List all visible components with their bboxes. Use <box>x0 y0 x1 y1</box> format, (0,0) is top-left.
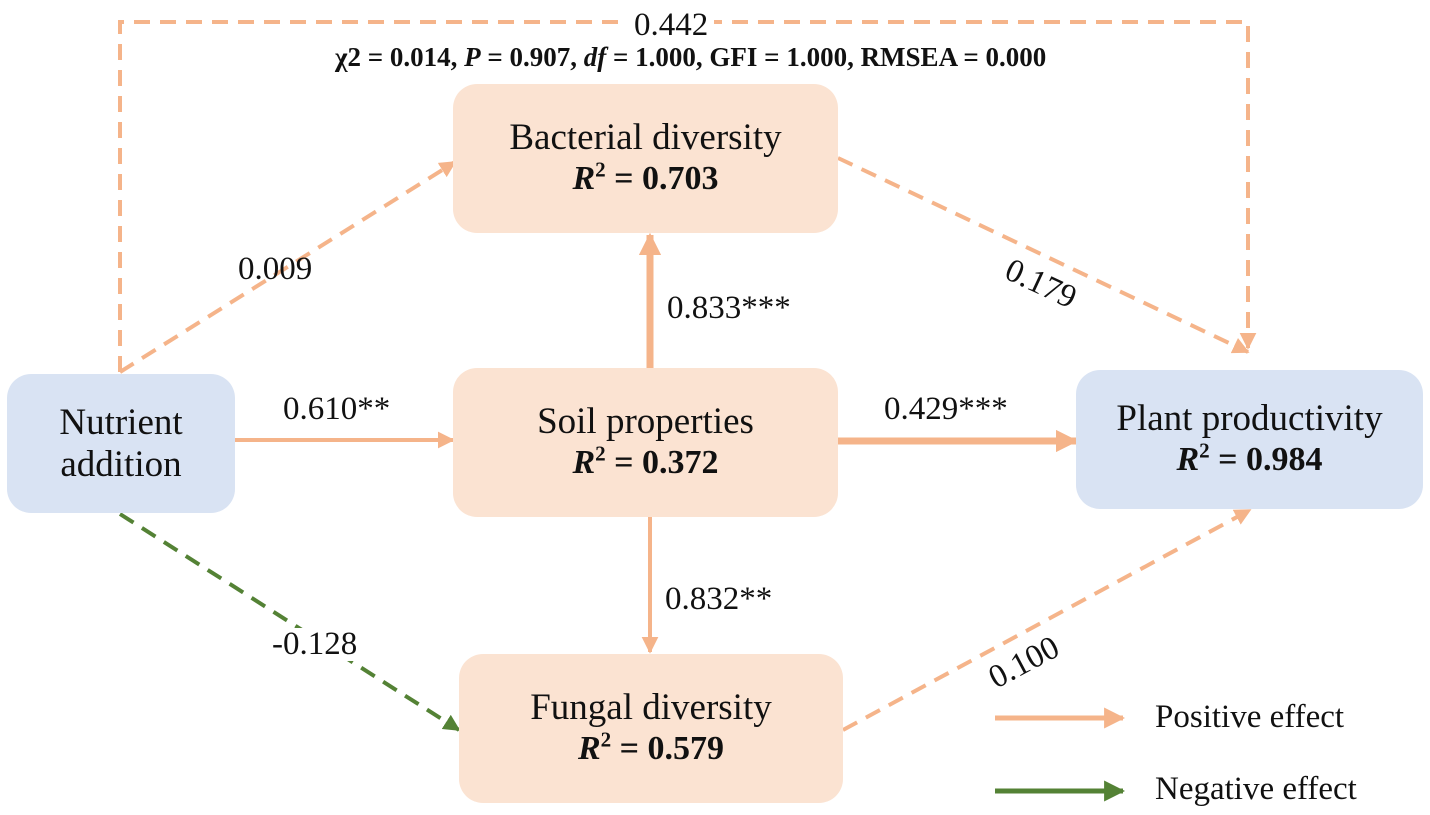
node-fungal-r2: R2 = 0.579 <box>578 729 724 770</box>
coef-nutrient-bacterial: 0.009 <box>238 251 313 287</box>
model-fit-statistics: χ2 = 0.014, P = 0.907, df = 1.000, GFI =… <box>335 42 1047 72</box>
path-fungal-plant <box>842 508 1252 732</box>
node-bacterial-title: Bacterial diversity <box>509 117 782 159</box>
path-bacterial-plant <box>837 156 1250 354</box>
node-nutrient-line2: addition <box>60 443 182 485</box>
r2-exponent: 2 <box>600 727 612 752</box>
node-nutrient-line1: Nutrient <box>59 402 183 444</box>
rmsea-value: 0.000 <box>985 42 1047 72</box>
node-bacterial-diversity: Bacterial diversity R2 = 0.703 <box>453 84 838 233</box>
r2-symbol: R <box>572 159 596 197</box>
gfi-label: GFI <box>709 42 758 72</box>
node-nutrient-addition: Nutrient addition <box>7 374 235 513</box>
coef-soil-fungal: 0.832** <box>665 581 773 617</box>
r2-exponent: 2 <box>1199 438 1210 463</box>
node-fungal-diversity: Fungal diversity R2 = 0.579 <box>459 654 843 803</box>
r2-value: = 0.703 <box>605 159 719 197</box>
r2-exponent: 2 <box>595 441 606 466</box>
r2-symbol: R <box>577 729 601 767</box>
node-fungal-title: Fungal diversity <box>530 687 772 729</box>
df-value: 1.000 <box>635 42 696 72</box>
df-label: df <box>583 42 607 72</box>
node-soil-r2: R2 = 0.372 <box>572 443 718 484</box>
path-nutrient-fungal <box>118 512 461 732</box>
coef-soil-bacterial: 0.833*** <box>667 290 791 326</box>
node-plant-productivity: Plant productivity R2 = 0.984 <box>1076 370 1423 509</box>
coef-nutrient-soil: 0.610** <box>283 391 391 427</box>
p-value: 0.907 <box>509 42 571 72</box>
gfi-value: 1.000 <box>786 42 848 72</box>
p-label: P <box>464 42 481 72</box>
path-nutrient-bacterial <box>118 160 457 374</box>
chi2-label: χ2 <box>335 42 361 72</box>
legend-positive-label: Positive effect <box>1155 699 1345 735</box>
coef-nutrient-fungal: -0.128 <box>270 626 360 662</box>
coef-soil-plant: 0.429*** <box>884 391 1008 427</box>
chi2-value: 0.014 <box>389 42 451 72</box>
node-bacterial-r2: R2 = 0.703 <box>572 159 718 200</box>
r2-value: = 0.372 <box>605 443 719 481</box>
coef-nutrient-plant: 0.442 <box>628 9 715 42</box>
node-plant-r2: R2 = 0.984 <box>1176 440 1322 481</box>
r2-exponent: 2 <box>595 157 606 182</box>
rmsea-label: RMSEA <box>860 42 957 72</box>
legend-negative-label: Negative effect <box>1155 771 1357 807</box>
r2-value: = 0.579 <box>611 729 725 767</box>
r2-value: = 0.984 <box>1209 440 1323 478</box>
node-plant-title: Plant productivity <box>1116 398 1383 440</box>
node-soil-title: Soil properties <box>537 401 754 443</box>
r2-symbol: R <box>572 443 596 481</box>
r2-symbol: R <box>1176 440 1200 478</box>
node-soil-properties: Soil properties R2 = 0.372 <box>453 368 838 517</box>
